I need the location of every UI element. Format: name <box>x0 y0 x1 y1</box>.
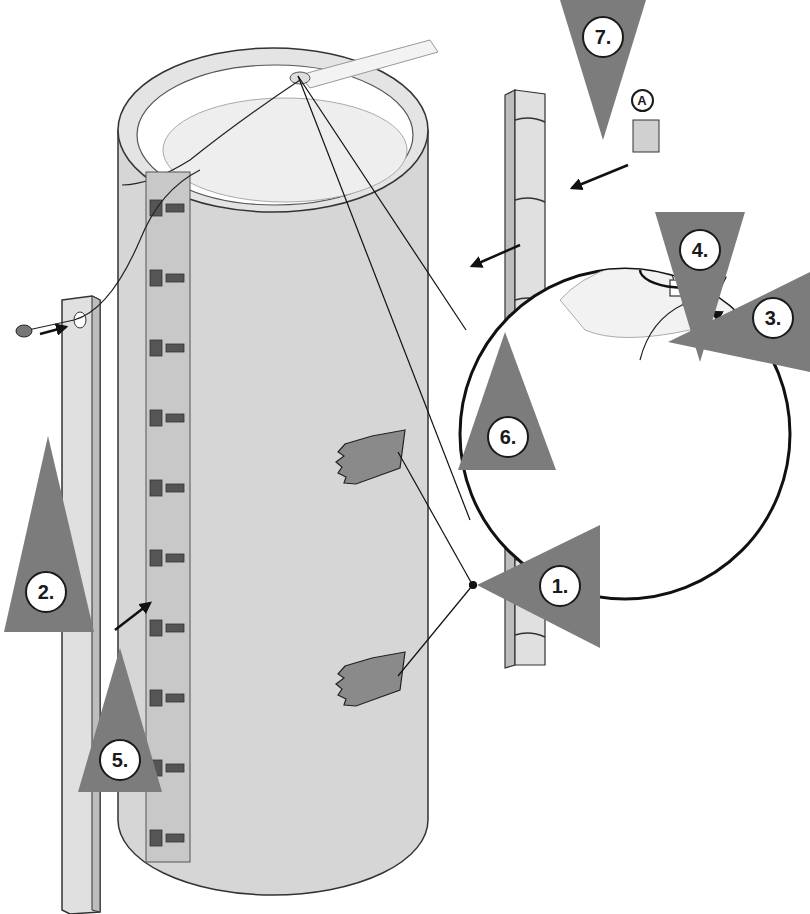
arrow <box>572 165 628 188</box>
callout-number: 6. <box>487 416 529 458</box>
arrow <box>115 603 150 630</box>
part-letter: A <box>631 89 654 112</box>
sensor-cable <box>16 170 200 337</box>
arrow <box>472 245 520 266</box>
hand-symbols <box>336 430 405 706</box>
part-a <box>633 120 659 152</box>
step-triangles <box>4 0 810 792</box>
callout-number: 1. <box>539 565 581 607</box>
callout-number: 3. <box>752 297 794 339</box>
callout-number: 2. <box>25 571 67 613</box>
leader-lines <box>298 76 477 676</box>
callout-number: 4. <box>679 229 721 271</box>
seam-band <box>146 172 190 862</box>
callout-number: 5. <box>99 739 141 781</box>
insulation-jacket <box>118 40 438 895</box>
callout-number: 7. <box>582 16 624 58</box>
